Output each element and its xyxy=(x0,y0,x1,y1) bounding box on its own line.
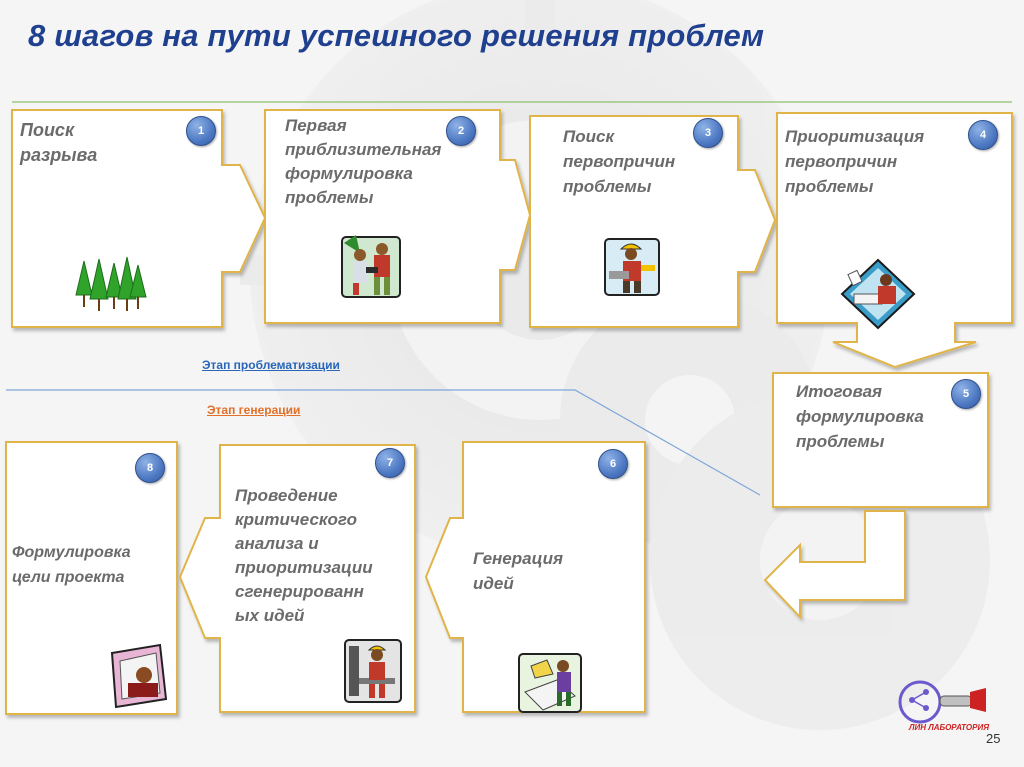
step-4-box xyxy=(776,112,1013,369)
step-6-label: Генерация идей xyxy=(473,549,563,593)
step-3-box xyxy=(529,115,777,328)
workers-icon xyxy=(341,235,401,298)
office-worker-icon xyxy=(840,258,916,330)
reading-person-icon xyxy=(110,643,168,709)
step-1-box xyxy=(11,109,267,328)
step-4-badge: 4 xyxy=(968,120,998,150)
step-3-badge: 3 xyxy=(693,118,723,148)
step-8-label: Формулировка цели проекта xyxy=(12,544,131,586)
industry-worker-icon xyxy=(344,639,402,703)
step-2-box xyxy=(264,109,532,324)
step-1-badge: 1 xyxy=(186,116,216,146)
step-5-badge: 5 xyxy=(951,379,981,409)
step-3-label: Поиск первопричин проблемы xyxy=(563,127,676,196)
step-8-badge: 8 xyxy=(135,453,165,483)
step-6-box xyxy=(424,441,646,713)
step-1-label: Поиск разрыва xyxy=(20,120,98,165)
stage-problematization-label: Этап проблематизации xyxy=(202,358,340,372)
step-7-badge: 7 xyxy=(375,448,405,478)
planning-icon xyxy=(518,653,582,713)
step-5-label: Итоговая формулировка проблемы xyxy=(796,382,924,451)
stage-generation-label: Этап генерации xyxy=(207,403,301,417)
logo-text: ЛИН ЛАБОРАТОРИЯ xyxy=(909,723,990,732)
step-2-badge: 2 xyxy=(446,116,476,146)
construction-worker-icon xyxy=(604,238,660,296)
return-arrow xyxy=(763,510,906,620)
step-6-badge: 6 xyxy=(598,449,628,479)
lab-logo-icon xyxy=(898,680,986,724)
page-title: 8 шагов на пути успешного решения пробле… xyxy=(28,18,765,53)
step-7-label: Проведение критического анализа и приори… xyxy=(235,486,373,625)
step-2-label: Первая приблизительная формулировка проб… xyxy=(285,116,442,207)
stage-separator-line xyxy=(6,389,761,496)
page-number: 25 xyxy=(986,731,1001,746)
step-4-label: Приоритизация первопричин проблемы xyxy=(785,127,925,196)
trees-icon xyxy=(75,256,147,311)
